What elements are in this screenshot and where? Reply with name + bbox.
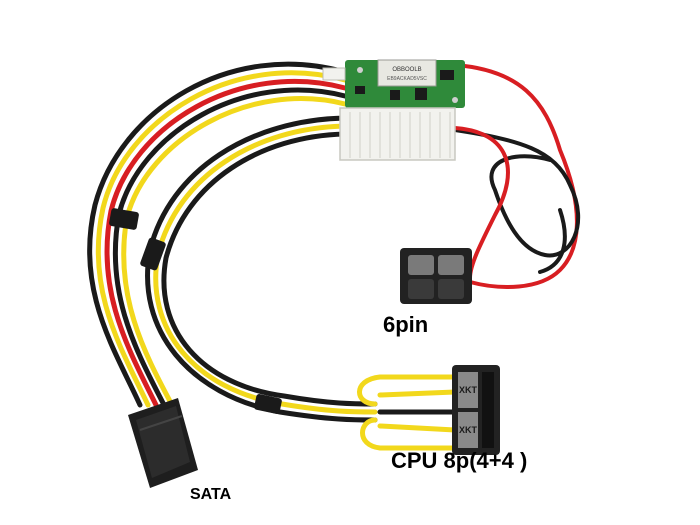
cpu-8pin-connector: XKT XKT	[452, 365, 500, 455]
svg-text:EB9ACKAD5VSC: EB9ACKAD5VSC	[387, 76, 427, 82]
svg-text:XKT: XKT	[459, 425, 478, 435]
six-pin-label: 6pin	[383, 312, 429, 337]
six-pin-harness	[453, 63, 581, 289]
sata-connector	[128, 398, 198, 488]
svg-text:XKT: XKT	[459, 385, 478, 395]
six-pin-connector	[400, 248, 472, 304]
svg-text:OBBOOLB: OBBOOLB	[392, 67, 421, 73]
cpu-connector-label: CPU 8p(4+4 )	[391, 448, 528, 473]
sata-harness	[87, 61, 348, 408]
cpu-harness	[140, 115, 458, 451]
sata-label: SATA	[190, 486, 232, 503]
pico-psu-module: OBBOOLB EB9ACKAD5VSC	[322, 59, 465, 161]
